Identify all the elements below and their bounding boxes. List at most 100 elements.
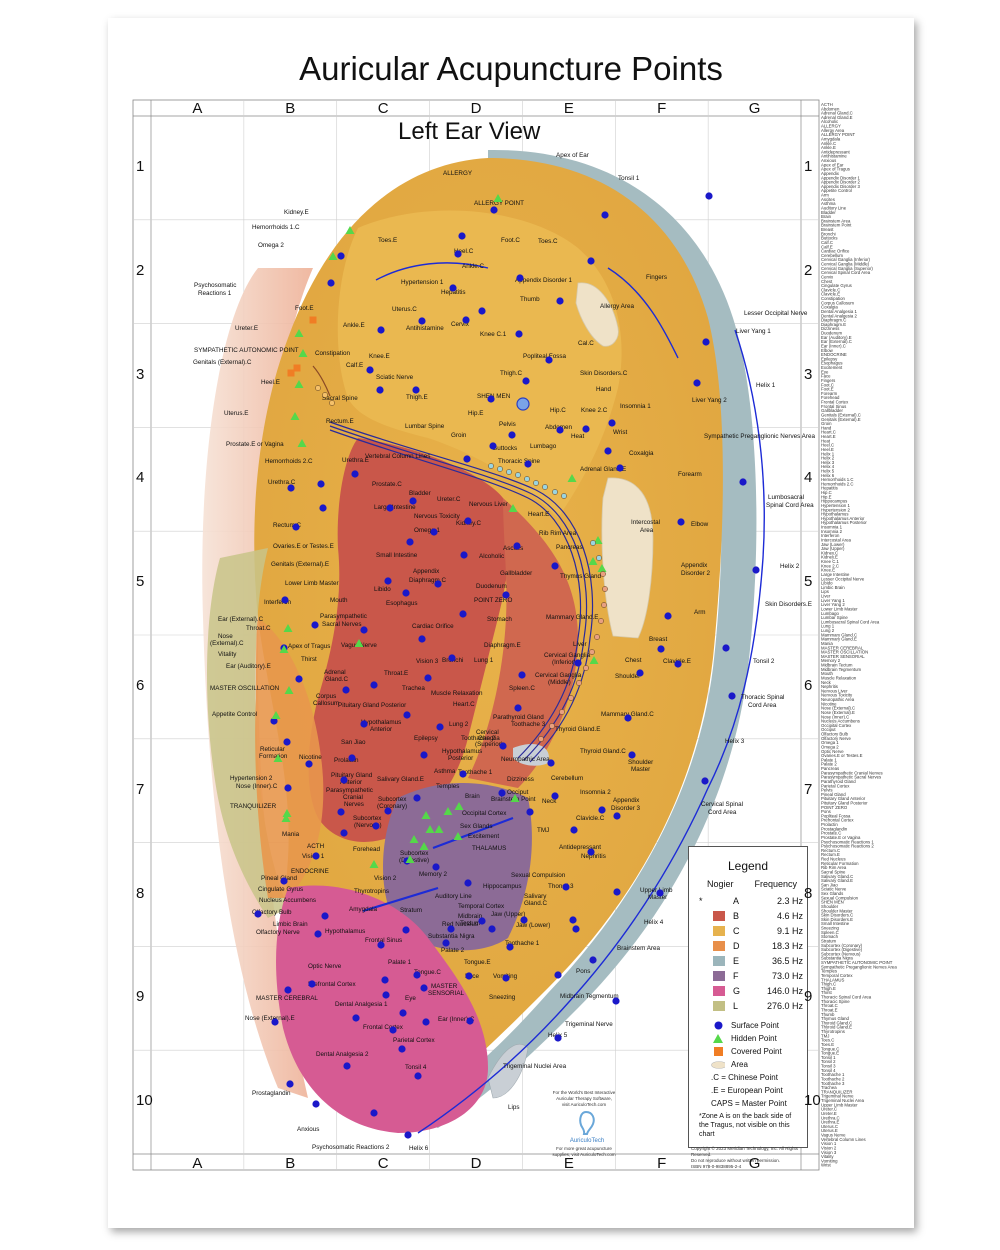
surface-point[interactable]: [360, 720, 368, 728]
surface-point[interactable]: [463, 455, 471, 463]
surface-point[interactable]: [283, 738, 291, 746]
hidden-point[interactable]: [283, 624, 293, 632]
surface-point[interactable]: [601, 211, 609, 219]
surface-point[interactable]: [311, 621, 319, 629]
hidden-point[interactable]: [281, 814, 291, 822]
hidden-point[interactable]: [271, 711, 281, 719]
hidden-point[interactable]: [297, 439, 307, 447]
covered-point[interactable]: [309, 316, 317, 324]
surface-point[interactable]: [556, 297, 564, 305]
spine-point[interactable]: [594, 634, 600, 640]
spine-point[interactable]: [576, 680, 582, 686]
surface-point[interactable]: [381, 976, 389, 984]
spine-point[interactable]: [533, 480, 539, 486]
surface-point[interactable]: [702, 338, 710, 346]
surface-point[interactable]: [752, 566, 760, 574]
surface-point[interactable]: [418, 635, 426, 643]
surface-point[interactable]: [608, 419, 616, 427]
hidden-point[interactable]: [567, 474, 577, 482]
surface-point[interactable]: [526, 808, 534, 816]
surface-point[interactable]: [287, 484, 295, 492]
surface-point[interactable]: [664, 612, 672, 620]
surface-point[interactable]: [403, 711, 411, 719]
spine-point[interactable]: [559, 709, 565, 715]
surface-point[interactable]: [412, 386, 420, 394]
surface-point[interactable]: [613, 812, 621, 820]
surface-point[interactable]: [598, 806, 606, 814]
surface-point[interactable]: [489, 442, 497, 450]
surface-point[interactable]: [436, 723, 444, 731]
surface-point[interactable]: [628, 751, 636, 759]
hidden-point[interactable]: [589, 656, 599, 664]
spine-point[interactable]: [538, 736, 544, 742]
surface-point[interactable]: [459, 610, 467, 618]
surface-point[interactable]: [409, 497, 417, 505]
hidden-point[interactable]: [405, 855, 415, 863]
surface-point[interactable]: [570, 826, 578, 834]
surface-point[interactable]: [616, 464, 624, 472]
surface-point[interactable]: [522, 377, 530, 385]
hidden-point[interactable]: [588, 557, 598, 565]
spine-point[interactable]: [596, 555, 602, 561]
surface-point[interactable]: [424, 674, 432, 682]
surface-point[interactable]: [370, 681, 378, 689]
surface-point[interactable]: [464, 879, 472, 887]
surface-point[interactable]: [478, 917, 486, 925]
surface-point[interactable]: [317, 480, 325, 488]
spine-point[interactable]: [552, 489, 558, 495]
surface-point[interactable]: [613, 888, 621, 896]
surface-point[interactable]: [280, 877, 288, 885]
hidden-point[interactable]: [273, 754, 283, 762]
spine-point[interactable]: [602, 586, 608, 592]
surface-point[interactable]: [340, 776, 348, 784]
surface-point[interactable]: [337, 808, 345, 816]
covered-point[interactable]: [287, 369, 295, 377]
surface-point[interactable]: [360, 626, 368, 634]
surface-point[interactable]: [582, 425, 590, 433]
surface-point[interactable]: [418, 317, 426, 325]
surface-point[interactable]: [574, 659, 582, 667]
hidden-point[interactable]: [290, 412, 300, 420]
surface-point[interactable]: [434, 580, 442, 588]
hidden-point[interactable]: [409, 835, 419, 843]
surface-point[interactable]: [286, 1080, 294, 1088]
surface-point[interactable]: [466, 1017, 474, 1025]
surface-point[interactable]: [498, 789, 506, 797]
surface-point[interactable]: [502, 591, 510, 599]
spine-point[interactable]: [568, 695, 574, 701]
surface-point[interactable]: [657, 645, 665, 653]
spine-point[interactable]: [524, 476, 530, 482]
surface-point[interactable]: [462, 316, 470, 324]
surface-point[interactable]: [656, 889, 664, 897]
surface-point[interactable]: [551, 792, 559, 800]
surface-point[interactable]: [284, 986, 292, 994]
surface-point[interactable]: [377, 326, 385, 334]
surface-point[interactable]: [587, 848, 595, 856]
surface-point[interactable]: [372, 822, 380, 830]
surface-point[interactable]: [572, 925, 580, 933]
surface-point[interactable]: [340, 829, 348, 837]
surface-point[interactable]: [398, 1045, 406, 1053]
surface-point[interactable]: [422, 1018, 430, 1026]
surface-point[interactable]: [314, 930, 322, 938]
surface-point[interactable]: [515, 330, 523, 338]
surface-point[interactable]: [413, 794, 421, 802]
surface-point[interactable]: [465, 972, 473, 980]
surface-point[interactable]: [281, 596, 289, 604]
surface-point[interactable]: [518, 671, 526, 679]
surface-point[interactable]: [399, 1009, 407, 1017]
surface-point[interactable]: [352, 1014, 360, 1022]
hidden-point[interactable]: [425, 825, 435, 833]
hidden-point[interactable]: [443, 807, 453, 815]
spine-point[interactable]: [601, 602, 607, 608]
surface-point[interactable]: [376, 386, 384, 394]
surface-point[interactable]: [516, 274, 524, 282]
surface-point[interactable]: [430, 528, 438, 536]
surface-point[interactable]: [305, 760, 313, 768]
surface-point[interactable]: [420, 984, 428, 992]
surface-point[interactable]: [312, 852, 320, 860]
hidden-point[interactable]: [454, 802, 464, 810]
surface-point[interactable]: [448, 654, 456, 662]
spine-point[interactable]: [583, 665, 589, 671]
hidden-point[interactable]: [597, 564, 607, 572]
